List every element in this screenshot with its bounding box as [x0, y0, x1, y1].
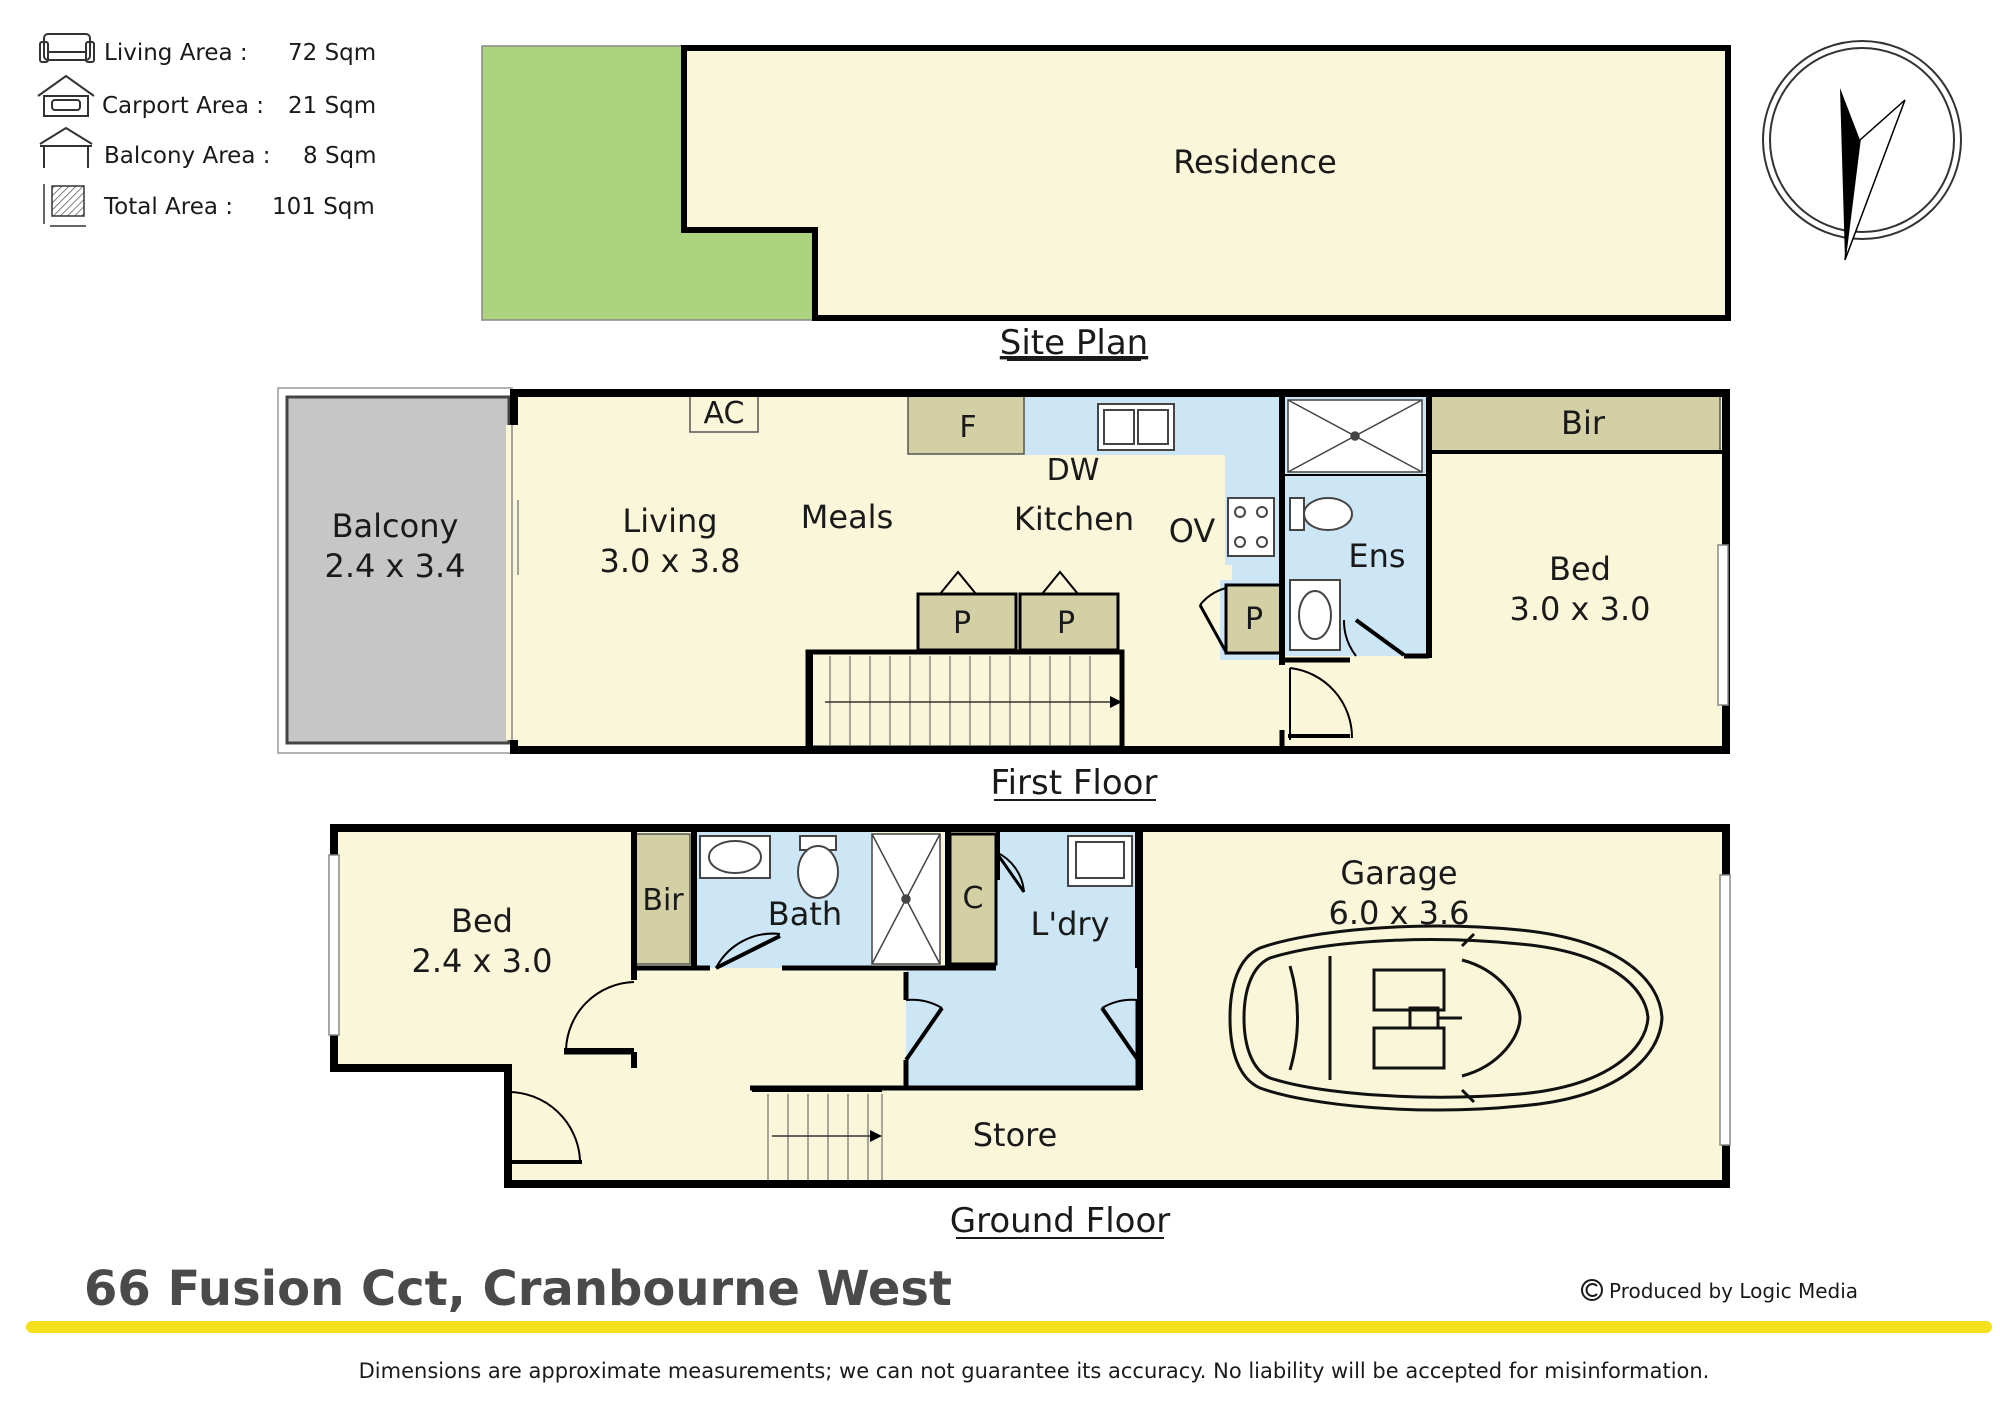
stairs-first-floor — [805, 649, 1125, 751]
bath-toilet-icon — [797, 835, 839, 899]
bir-label-ground: Bir — [642, 883, 684, 918]
stairs-ground-floor — [752, 1088, 883, 1180]
cupboard-cabinet — [948, 832, 998, 966]
doors-first-floor — [939, 570, 1406, 740]
pantry-2-label: P — [1057, 606, 1075, 641]
balcony-dims: 2.4 x 3.4 — [324, 547, 465, 585]
bath-label: Bath — [768, 895, 842, 933]
legend-total-label: Total Area : — [103, 194, 233, 220]
doors-ground-floor — [507, 851, 1140, 1164]
ground-floor-walls — [330, 824, 1730, 1188]
legend: Living Area : 72 Sqm Carport Area : 21 S… — [37, 33, 377, 227]
laundry-label: L'dry — [1030, 905, 1109, 943]
pantry-2 — [1018, 592, 1120, 652]
garage-dims: 6.0 x 3.6 — [1328, 894, 1469, 932]
residence-footprint — [681, 45, 1731, 321]
balcony-floor — [285, 395, 511, 745]
car-icon — [37, 74, 95, 117]
residence-label: Residence — [1173, 143, 1337, 181]
first-floor-caption: First Floor — [991, 763, 1158, 803]
compass-icon — [1762, 40, 1962, 261]
garage-door — [1719, 874, 1731, 1146]
store-label: Store — [973, 1116, 1058, 1154]
legend-carport-label: Carport Area : — [102, 93, 264, 119]
first-floor: Balcony 2.4 x 3.4 Living 3.0 x 3.8 Meals… — [277, 387, 1730, 803]
toilet-icon — [1289, 497, 1353, 531]
copyright-icon — [1581, 1279, 1603, 1301]
ac-unit — [689, 395, 759, 433]
living-label: Living — [622, 502, 717, 540]
area-icon — [43, 184, 86, 227]
ground-floor: Bed 2.4 x 3.0 Bir Bath C L'dry Garage 6.… — [328, 824, 1731, 1241]
bed-window — [1717, 544, 1729, 706]
sink-icon — [1097, 403, 1175, 451]
legend-living-label: Living Area : — [104, 40, 248, 66]
ensuite-label: Ens — [1348, 537, 1405, 575]
pantry-1-label: P — [953, 606, 971, 641]
balcony-icon — [39, 126, 93, 168]
legend-balcony-label: Balcony Area : — [104, 143, 270, 169]
kitchen-label: Kitchen — [1014, 500, 1134, 538]
meals-label: Meals — [801, 498, 893, 536]
accent-bar — [26, 1321, 1992, 1333]
bir-cabinet — [1429, 395, 1721, 453]
legend-living-value: 72 Sqm — [288, 40, 376, 66]
cooktop-icon — [1227, 497, 1275, 557]
ground-floor-caption: Ground Floor — [950, 1201, 1170, 1241]
bed-ground-label: Bed — [451, 902, 513, 940]
bath-shower-icon — [871, 833, 941, 965]
bed-ground-window — [328, 854, 340, 1036]
site-plan-caption: Site Plan — [1000, 323, 1148, 363]
ov-label: OV — [1169, 512, 1216, 550]
credit-text: Produced by Logic Media — [1609, 1279, 1858, 1303]
footer: 66 Fusion Cct, Cranbourne West Produced … — [26, 1261, 1992, 1383]
laundry-tub-icon — [1067, 835, 1133, 887]
balcony-label: Balcony — [332, 507, 459, 545]
bed-first-label: Bed — [1549, 550, 1611, 588]
living-dims: 3.0 x 3.8 — [599, 542, 740, 580]
garage-label: Garage — [1340, 854, 1457, 892]
fridge-label: F — [959, 410, 976, 445]
sofa-icon — [39, 33, 95, 63]
bir-label-first: Bir — [1561, 404, 1606, 442]
laundry-zone — [906, 832, 1138, 1088]
fridge-cabinet — [907, 395, 1025, 455]
legend-total-value: 101 Sqm — [272, 194, 375, 220]
ac-label: AC — [704, 396, 745, 431]
shower-icon — [1287, 399, 1423, 473]
property-address: 66 Fusion Cct, Cranbourne West — [84, 1261, 952, 1317]
dw-label: DW — [1047, 453, 1100, 488]
car-icon-garage — [1228, 924, 1664, 1112]
legend-balcony-value: 8 Sqm — [303, 143, 377, 169]
site-plan: Residence Site Plan — [481, 45, 1731, 363]
bed-first-dims: 3.0 x 3.0 — [1509, 590, 1650, 628]
bed-ground-dims: 2.4 x 3.0 — [411, 942, 552, 980]
pantry-3 — [1224, 583, 1284, 655]
basin-icon — [1289, 579, 1341, 651]
disclaimer-text: Dimensions are approximate measurements;… — [359, 1359, 1710, 1383]
legend-carport-value: 21 Sqm — [288, 93, 376, 119]
cupboard-label: C — [963, 881, 984, 916]
bath-basin-icon — [699, 835, 771, 879]
pantry-3-label: P — [1245, 602, 1263, 637]
pantry-1 — [916, 592, 1018, 652]
